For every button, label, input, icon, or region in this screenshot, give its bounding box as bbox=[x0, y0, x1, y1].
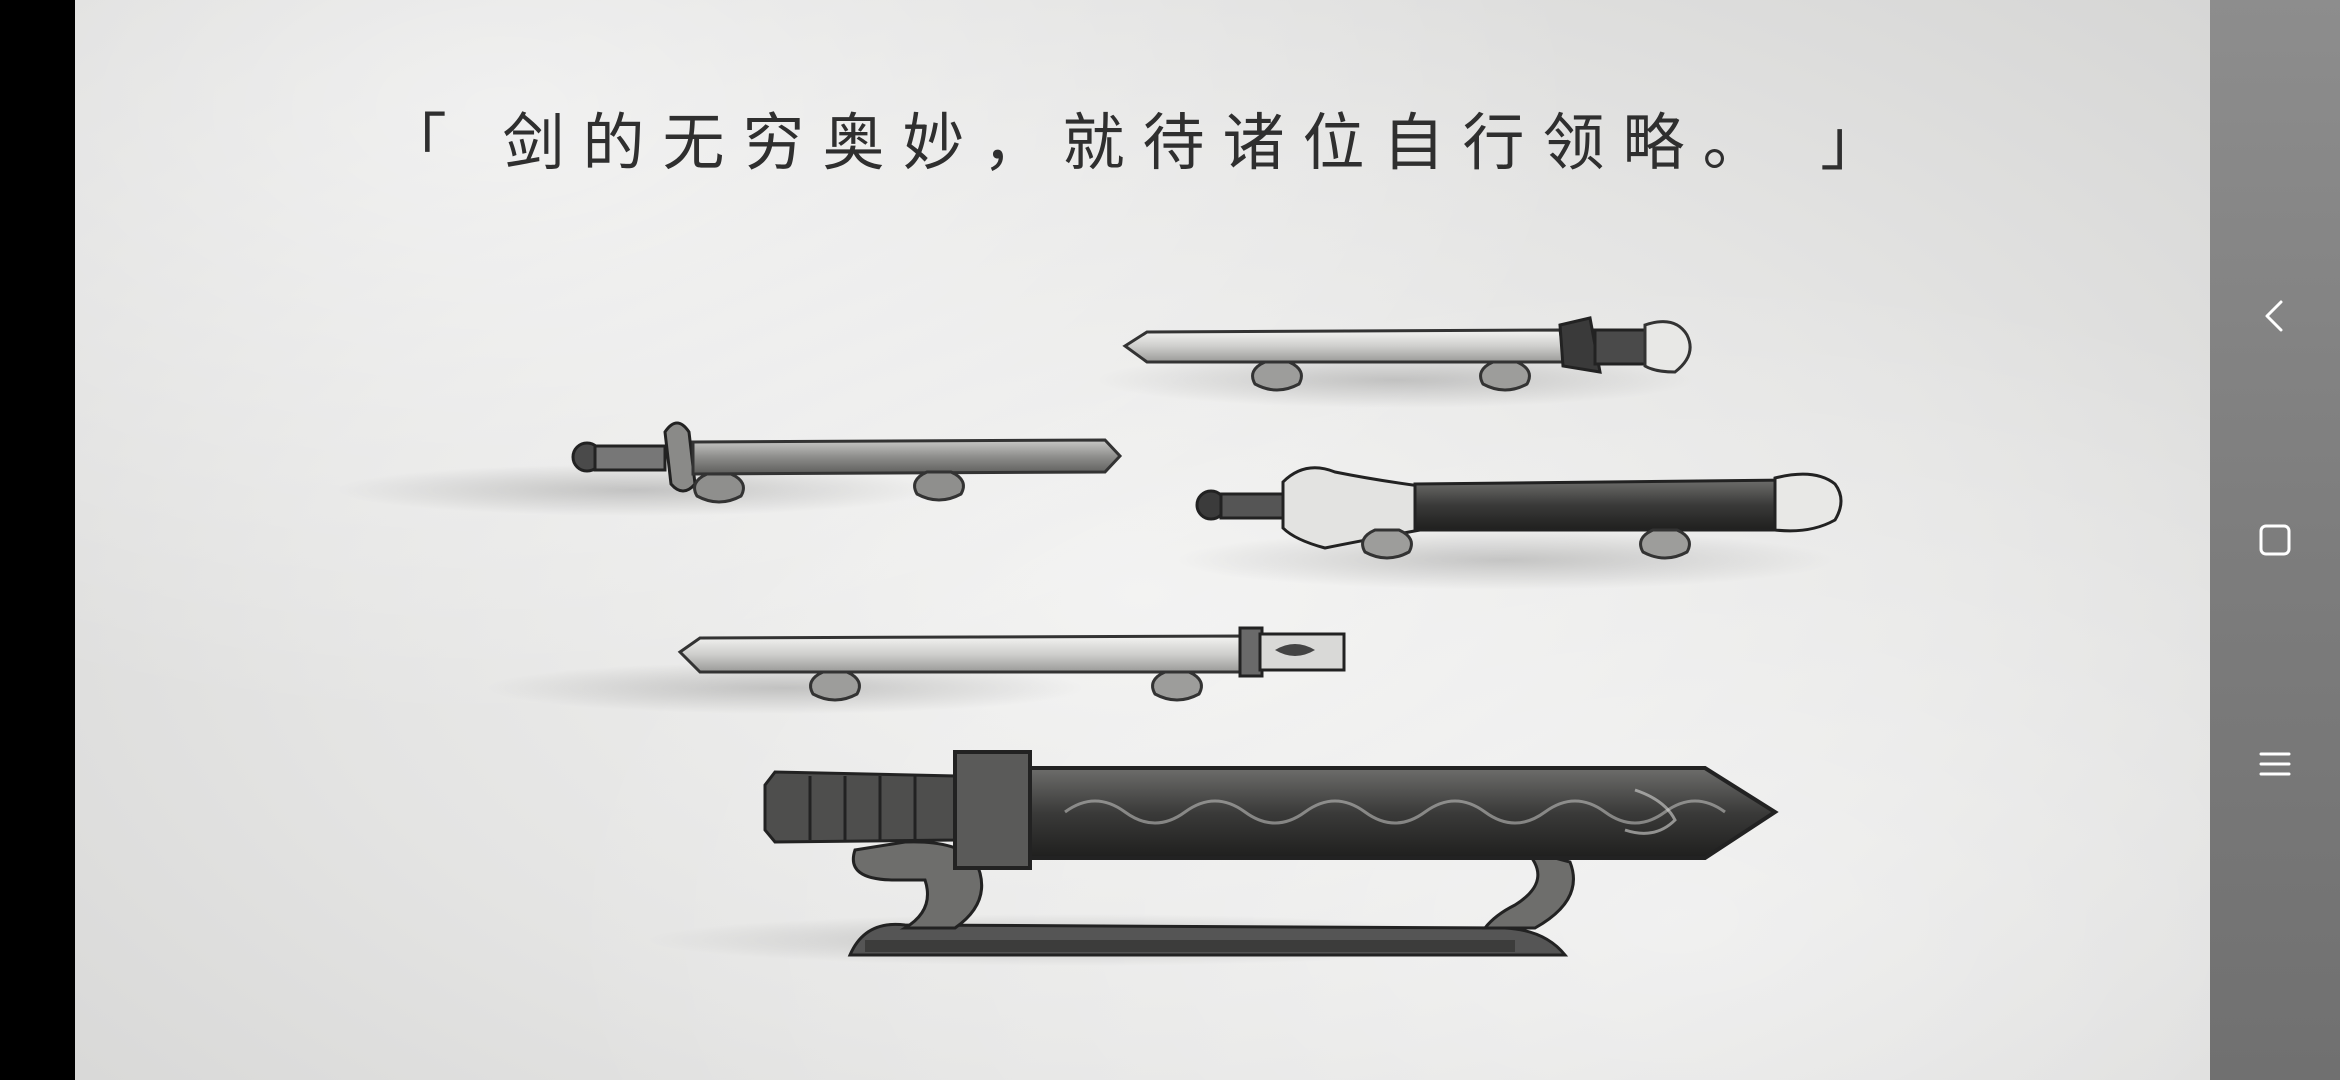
left-black-bar bbox=[0, 0, 75, 1080]
menu-button[interactable] bbox=[2235, 724, 2315, 804]
sword-2 bbox=[335, 421, 1123, 516]
sword-4 bbox=[485, 626, 1346, 714]
home-button[interactable] bbox=[2235, 500, 2315, 580]
hamburger-menu-icon bbox=[2259, 752, 2291, 776]
system-nav-bar bbox=[2210, 0, 2340, 1080]
game-scene[interactable]: 「 剑的无穷奥妙，就待诸位自行领略。 」 bbox=[75, 0, 2210, 1080]
square-icon bbox=[2259, 524, 2291, 556]
sword-5 bbox=[645, 750, 1779, 966]
sword-1 bbox=[1095, 316, 1695, 408]
sword-illustration bbox=[335, 316, 1843, 966]
sword-3 bbox=[1175, 466, 1843, 590]
chevron-left-icon bbox=[2265, 300, 2283, 332]
back-button[interactable] bbox=[2235, 276, 2315, 356]
scene-quote: 「 剑的无穷奥妙，就待诸位自行领略。 」 bbox=[384, 106, 1901, 179]
